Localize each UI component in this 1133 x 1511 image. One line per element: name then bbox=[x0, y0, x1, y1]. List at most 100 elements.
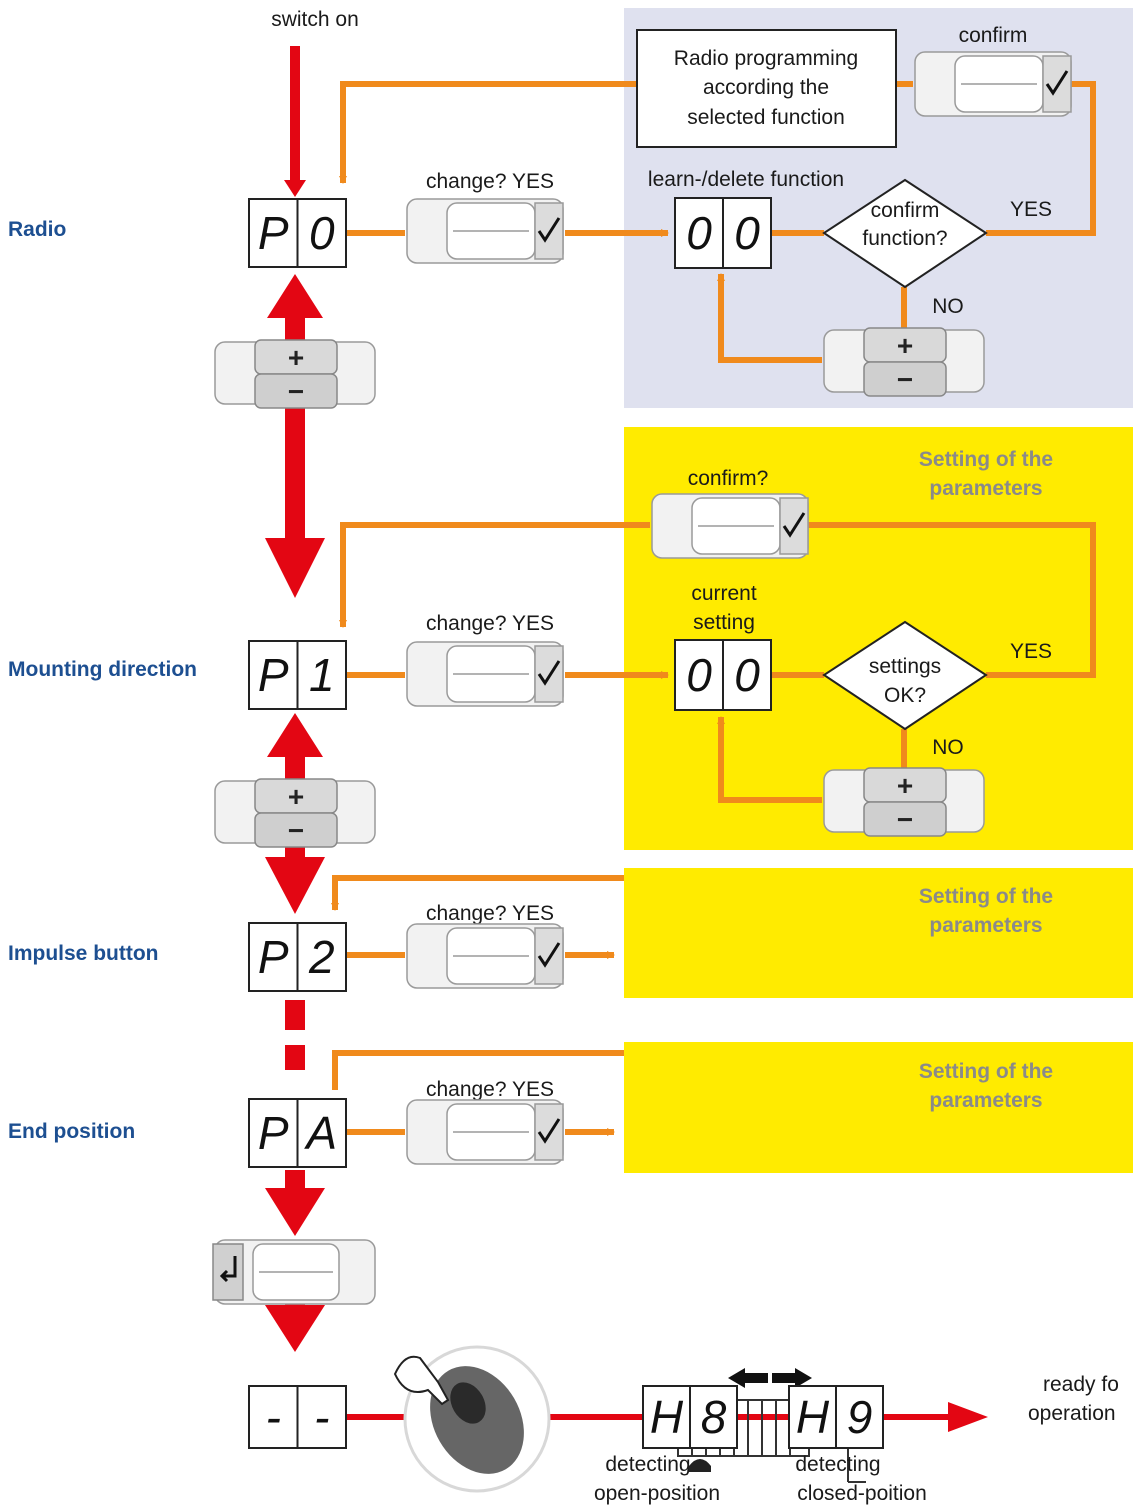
display-standby-digit-1: - bbox=[266, 1391, 281, 1443]
impulse-settings-panel bbox=[624, 868, 1133, 998]
minus-icon: − bbox=[897, 364, 913, 395]
plus-minus-button-1[interactable]: +− bbox=[214, 339, 376, 409]
confirm-button-impulse[interactable] bbox=[406, 923, 564, 989]
check-icon bbox=[1045, 70, 1069, 96]
settings-decision-text-1: settings bbox=[869, 655, 941, 678]
check-icon bbox=[537, 660, 561, 686]
settings-decision-text-2: OK? bbox=[884, 684, 926, 707]
plus-icon: + bbox=[897, 330, 913, 361]
display-h9-digit-1: H bbox=[796, 1391, 830, 1443]
programming-line-2: according the bbox=[703, 76, 829, 99]
plus-minus-button-settings-panel[interactable]: +− bbox=[823, 767, 985, 837]
end-settings-panel bbox=[624, 1042, 1133, 1173]
open-position-label-2: open-position bbox=[594, 1482, 720, 1505]
enter-icon bbox=[219, 1256, 237, 1283]
change-yes-label-end: change? YES bbox=[426, 1078, 554, 1101]
confirm-function-decision bbox=[822, 178, 988, 289]
end-settings-title-2: parameters bbox=[929, 1089, 1042, 1112]
display-current-setting-digit-1: 0 bbox=[686, 649, 712, 701]
display-p2-digit-1: P bbox=[258, 931, 289, 983]
settings-title-1: Setting of the bbox=[919, 448, 1053, 471]
check-icon bbox=[782, 512, 806, 538]
plus-icon: + bbox=[288, 342, 304, 373]
current-label-1: current bbox=[691, 582, 757, 605]
section-label-mounting: Mounting direction bbox=[8, 658, 197, 681]
display-p2-digit-2: 2 bbox=[308, 931, 335, 983]
confirm-button-radio[interactable] bbox=[406, 198, 564, 264]
section-label-radio: Radio bbox=[8, 218, 66, 241]
section-label-impulse: Impulse button bbox=[8, 942, 159, 965]
check-icon bbox=[537, 217, 561, 243]
programming-line-1: Radio programming bbox=[674, 47, 858, 70]
impulse-settings-title-2: parameters bbox=[929, 914, 1042, 937]
gate-motor-lamp bbox=[689, 1459, 711, 1472]
confirm-button-end[interactable] bbox=[406, 1099, 564, 1165]
ready-label-2: operation bbox=[1028, 1402, 1116, 1425]
check-icon bbox=[537, 942, 561, 968]
confirm-label: confirm bbox=[959, 24, 1028, 47]
minus-icon: − bbox=[288, 815, 304, 846]
display-function-digit-2: 0 bbox=[734, 207, 760, 259]
display-p0-digit-1: P bbox=[258, 207, 289, 259]
plus-icon: + bbox=[288, 781, 304, 812]
display-standby: -- bbox=[248, 1385, 347, 1449]
display-current-setting-digit-2: 0 bbox=[734, 649, 760, 701]
no-label: NO bbox=[932, 295, 964, 318]
change-yes-label-impulse: change? YES bbox=[426, 902, 554, 925]
display-pa-digit-2: A bbox=[303, 1107, 337, 1159]
confirm-button-mounting[interactable] bbox=[406, 641, 564, 707]
check-icon bbox=[537, 1118, 561, 1144]
decision-text-2: function? bbox=[862, 227, 947, 250]
radio-programming-box bbox=[636, 29, 897, 148]
plus-icon: + bbox=[897, 770, 913, 801]
display-function-digit-1: 0 bbox=[686, 207, 712, 259]
settings-no-label: NO bbox=[932, 736, 964, 759]
pressing-hand-icon bbox=[393, 1355, 450, 1406]
confirm-button-settings-panel[interactable] bbox=[651, 493, 809, 559]
minus-icon: − bbox=[288, 376, 304, 407]
display-p1-digit-2: 1 bbox=[309, 649, 335, 701]
minus-icon: − bbox=[897, 804, 913, 835]
current-label-2: setting bbox=[693, 611, 755, 634]
closed-position-label-2: closed-poition bbox=[797, 1482, 927, 1505]
yes-label: YES bbox=[1010, 198, 1052, 221]
change-yes-label-radio: change? YES bbox=[426, 170, 554, 193]
impulse-settings-title-1: Setting of the bbox=[919, 885, 1053, 908]
open-position-label-1: detecting bbox=[605, 1453, 690, 1476]
confirm-button-radio-panel[interactable] bbox=[914, 51, 1072, 117]
display-h9-digit-2: 9 bbox=[847, 1391, 873, 1443]
section-label-end-position: End position bbox=[8, 1120, 135, 1143]
display-h8-digit-2: 8 bbox=[701, 1391, 727, 1443]
plus-minus-button-radio-panel[interactable]: +− bbox=[823, 327, 985, 397]
change-yes-label-mounting: change? YES bbox=[426, 612, 554, 635]
end-settings-title-1: Setting of the bbox=[919, 1060, 1053, 1083]
decision-text-1: confirm bbox=[871, 199, 940, 222]
closed-position-label-1: detecting bbox=[795, 1453, 880, 1476]
display-standby-digit-2: - bbox=[314, 1391, 329, 1443]
ready-label-1: ready fo bbox=[1043, 1373, 1119, 1396]
settings-ok-decision bbox=[822, 620, 988, 731]
switch-on-label: switch on bbox=[271, 8, 359, 31]
enter-button[interactable] bbox=[212, 1239, 376, 1305]
gate-direction-arrows-icon bbox=[728, 1368, 812, 1388]
settings-title-2: parameters bbox=[929, 477, 1042, 500]
confirm-question-label: confirm? bbox=[688, 467, 769, 490]
remote-button bbox=[450, 1382, 486, 1424]
plus-minus-button-2[interactable]: +− bbox=[214, 778, 376, 848]
programming-line-3: selected function bbox=[687, 106, 845, 129]
function-label: learn-/delete function bbox=[648, 168, 844, 191]
settings-yes-label: YES bbox=[1010, 640, 1052, 663]
display-pa-digit-1: P bbox=[258, 1107, 289, 1159]
display-h8-digit-1: H bbox=[650, 1391, 684, 1443]
display-p1-digit-1: P bbox=[258, 649, 289, 701]
display-p0-digit-2: 0 bbox=[309, 207, 335, 259]
